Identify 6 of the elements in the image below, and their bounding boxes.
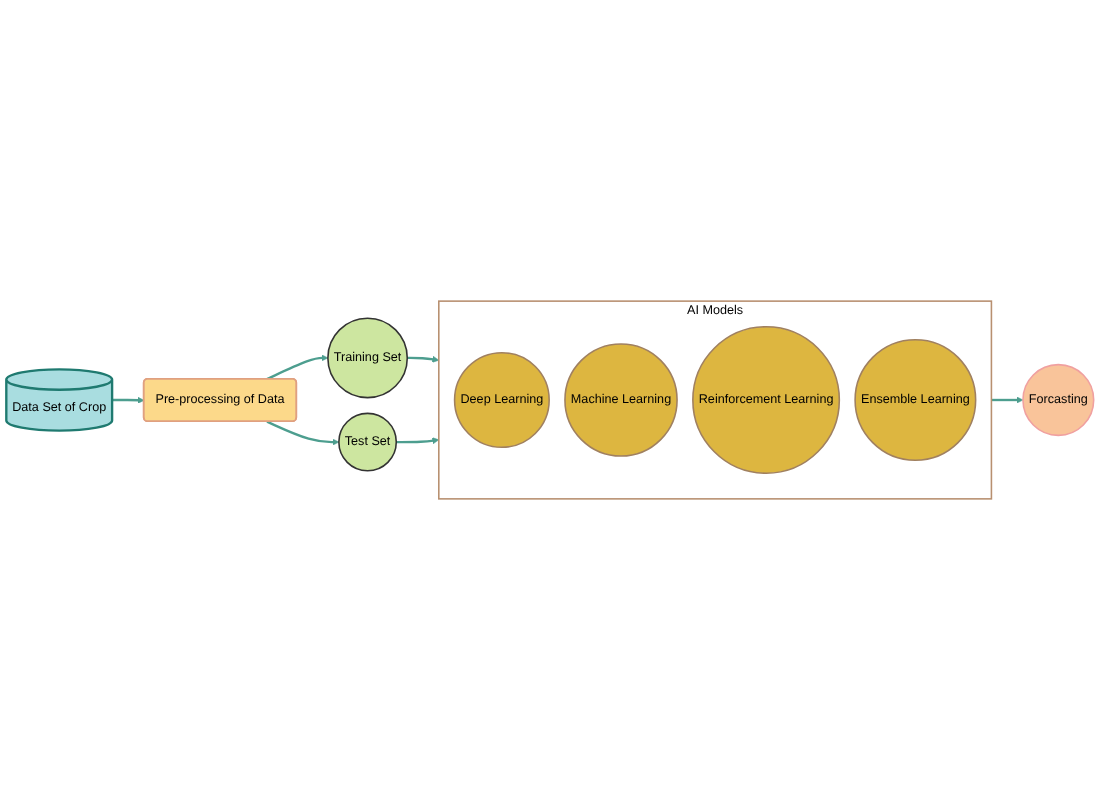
arrow [407,355,440,363]
arrow [266,354,329,381]
arrow [266,420,340,446]
arrow [396,437,440,445]
arrow [112,396,145,404]
arrow [991,396,1024,404]
